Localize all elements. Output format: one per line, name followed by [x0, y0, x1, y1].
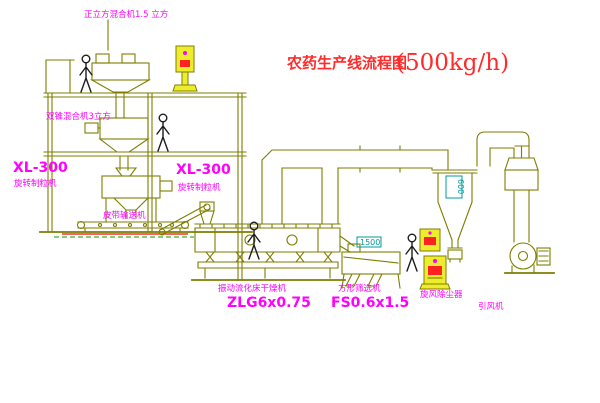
- control-panel-3: [419, 255, 451, 290]
- belt-conveyor: [54, 220, 194, 238]
- worker-figure-2: [156, 113, 170, 152]
- sieve-width-dim: 1500: [360, 238, 380, 247]
- exhaust-duct: [261, 145, 449, 225]
- induced-draft-fan: [504, 242, 555, 274]
- label-cyclone: 旋风除尘器: [420, 289, 463, 300]
- label-granulator-right-name: 旋转制粒机: [178, 182, 221, 193]
- square-sieve: 1500: [341, 236, 401, 289]
- label-sieve-name: 方形筛选机: [338, 283, 381, 294]
- inclined-conveyor: [158, 201, 215, 236]
- cyclone-separator: 600: [432, 169, 478, 263]
- double-cone-mixer: [84, 117, 150, 171]
- cubic-mixer: [89, 19, 152, 119]
- control-panel-1: [172, 45, 198, 92]
- label-dryer-model: ZLG6x0.75: [227, 295, 311, 311]
- exhaust-stack: [476, 131, 539, 243]
- label-sieve-model: FS0.6x1.5: [331, 295, 409, 311]
- label-granulator-right-model: XL-300: [176, 162, 231, 178]
- worker-figure-1: [79, 54, 93, 93]
- label-belt-conveyor: 皮带输送机: [103, 210, 146, 221]
- sieve-dim-box: [356, 236, 382, 248]
- rotary-granulator: [101, 167, 173, 223]
- cyclone-dim-box: [445, 175, 463, 199]
- cyclone-diameter-dim: 600: [456, 179, 465, 194]
- label-double-cone-mixer: 双锥混合机3立方: [46, 111, 111, 122]
- label-granulator-left-model: XL-300: [13, 160, 68, 176]
- label-granulator-left-name: 旋转制粒机: [14, 178, 57, 189]
- control-panel-2: [419, 228, 441, 252]
- label-dryer-name: 振动流化床干燥机: [218, 283, 287, 294]
- label-cubic-mixer: 正立方混合机1.5 立方: [84, 9, 168, 20]
- fluid-bed-dryer: [191, 223, 355, 281]
- drawing-capacity: (500kg/h): [396, 50, 509, 76]
- drawing-title: 农药生产线流程图: [286, 54, 407, 72]
- worker-figure-4: [405, 233, 419, 272]
- rain-cap: [504, 157, 539, 171]
- label-fan: 引风机: [478, 301, 504, 312]
